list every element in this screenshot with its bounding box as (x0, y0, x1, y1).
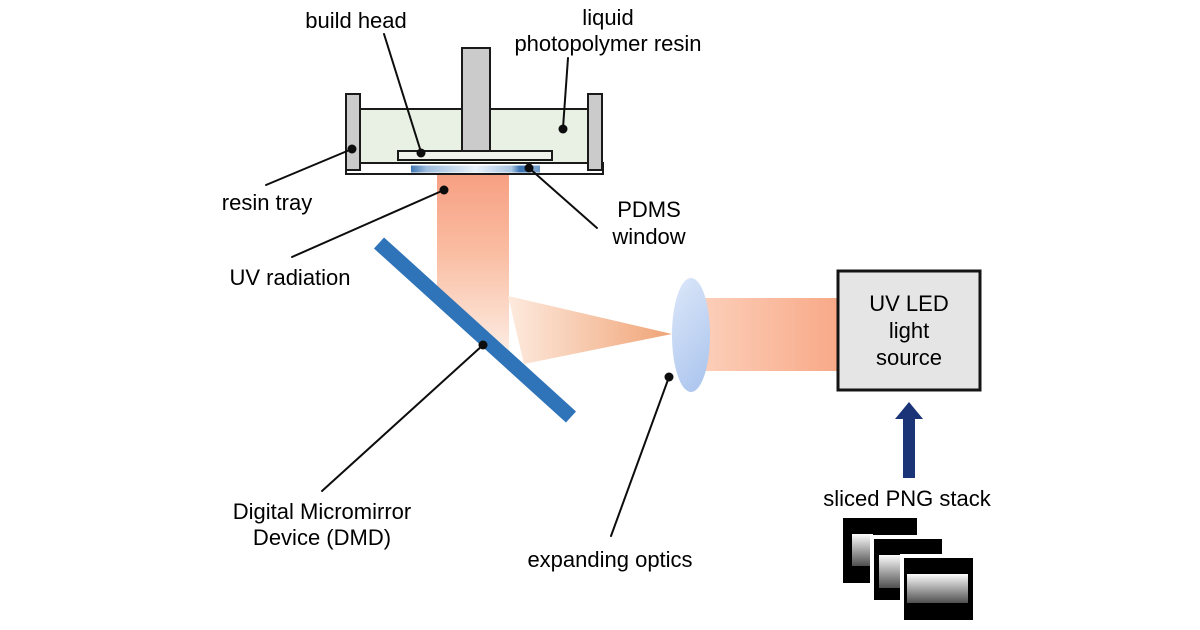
pdms-window-strip (411, 165, 540, 173)
label-sliced-png-stack: sliced PNG stack (823, 486, 991, 511)
callout-dmd (321, 340, 488, 492)
callout-build-head (383, 33, 426, 158)
dmd-mirror (373, 237, 577, 423)
callout-expanding-optics (610, 372, 674, 537)
label-liquid-resin: liquid photopolymer resin (514, 5, 701, 57)
uv-beam-horizontal (700, 298, 839, 371)
label-uv-led-line2: light (888, 318, 930, 343)
png-slice-front-image (907, 574, 968, 603)
callout-uv-radiation (291, 185, 449, 258)
label-build-head: build head (305, 8, 407, 33)
label-dmd-line1: Digital Micromirror (232, 499, 412, 524)
png-stack (843, 518, 977, 624)
label-expanding-optics: expanding optics (527, 547, 693, 572)
resin-tray-assembly (345, 47, 604, 175)
up-arrow-icon (895, 402, 923, 478)
expanding-optics-lens (672, 278, 710, 392)
label-uv-radiation: UV radiation (229, 265, 351, 290)
uv-led-box (836, 269, 982, 392)
build-platform (397, 150, 553, 161)
callout-liquid-resin (558, 57, 569, 134)
label-uv-led-line1: UV LED (869, 291, 949, 316)
label-liquid-resin-line2: photopolymer resin (514, 31, 702, 56)
tray-wall-right (587, 93, 603, 171)
label-dmd: Digital Micromirror Device (DMD) (233, 499, 411, 551)
label-pdms-window: PDMS window (612, 196, 685, 250)
label-uv-led-line3: source (875, 345, 943, 370)
callout-pdms-window (524, 163, 598, 229)
label-dmd-line2: Device (DMD) (252, 525, 392, 550)
build-head-column (461, 47, 491, 153)
tray-wall-left (345, 93, 361, 171)
callout-resin-tray (265, 144, 357, 186)
label-pdms-line1: PDMS (617, 197, 681, 222)
uv-beam-expanding (508, 296, 672, 364)
label-uv-led-source: UV LED light source (869, 290, 948, 371)
label-resin-tray: resin tray (221, 190, 313, 215)
label-liquid-resin-line1: liquid (582, 5, 634, 30)
uv-beam-vertical (437, 171, 509, 352)
png-slice-back-image (852, 534, 873, 566)
png-slice-middle-image (879, 555, 902, 588)
label-pdms-line2: window (612, 224, 686, 249)
